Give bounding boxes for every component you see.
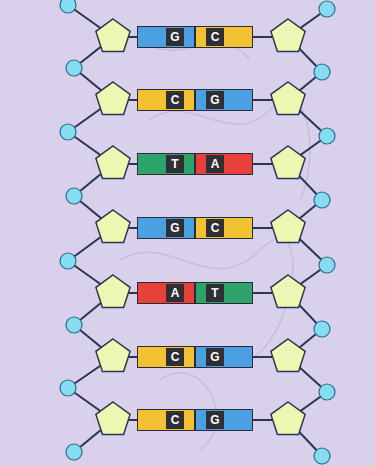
nucleobase-block: C: [137, 89, 195, 111]
phosphate-circle: [319, 1, 335, 17]
phosphate-circle: [314, 321, 330, 337]
sugar-pentagon: [271, 19, 305, 52]
base-letter: G: [206, 348, 224, 366]
glycosidic-bond: [252, 419, 272, 421]
phosphate-circle: [66, 60, 82, 76]
sugar-pentagon: [96, 82, 130, 115]
base-letter: C: [166, 411, 184, 429]
sugar-pentagon: [96, 339, 130, 372]
nucleobase-block: G: [137, 217, 195, 239]
base-letter: C: [166, 91, 184, 109]
sugar-pentagon: [96, 146, 130, 179]
nucleobase-block: C: [195, 26, 253, 48]
sugar-pentagon: [271, 339, 305, 372]
phosphate-circle: [319, 128, 335, 144]
phosphate-circle: [60, 380, 76, 396]
sugar-pentagon: [271, 402, 305, 435]
nucleobase-block: G: [195, 89, 253, 111]
sugar-pentagon: [271, 275, 305, 308]
phosphate-circle: [319, 257, 335, 273]
nucleobase-block: G: [195, 346, 253, 368]
phosphate-circle: [60, 253, 76, 269]
nucleobase-block: G: [137, 26, 195, 48]
base-letter: G: [166, 219, 184, 237]
base-letter: G: [166, 28, 184, 46]
sugar-pentagon: [96, 210, 130, 243]
base-letter: C: [206, 28, 224, 46]
phosphate-circle: [66, 188, 82, 204]
glycosidic-bond: [252, 163, 272, 165]
phosphate-circle: [314, 64, 330, 80]
phosphate-circle: [314, 448, 330, 464]
base-letter: G: [206, 411, 224, 429]
base-letter: T: [206, 284, 224, 302]
nucleobase-block: C: [137, 346, 195, 368]
sugar-pentagon: [96, 19, 130, 52]
phosphate-circle: [60, 0, 76, 13]
base-letter: C: [206, 219, 224, 237]
sugar-pentagon: [271, 82, 305, 115]
nucleobase-block: G: [195, 409, 253, 431]
base-letter: A: [166, 284, 184, 302]
phosphate-circle: [314, 192, 330, 208]
sugar-pentagon: [96, 275, 130, 308]
nucleobase-block: T: [195, 282, 253, 304]
base-letter: C: [166, 348, 184, 366]
glycosidic-bond: [252, 227, 272, 229]
base-letter: A: [206, 155, 224, 173]
phosphate-circle: [66, 444, 82, 460]
base-letter: G: [206, 91, 224, 109]
glycosidic-bond: [252, 292, 272, 294]
sugar-pentagon: [271, 146, 305, 179]
phosphate-circle: [60, 124, 76, 140]
nucleobase-block: C: [137, 409, 195, 431]
nucleobase-block: A: [195, 153, 253, 175]
glycosidic-bond: [252, 99, 272, 101]
glycosidic-bond: [252, 36, 272, 38]
sugar-pentagon: [271, 210, 305, 243]
glycosidic-bond: [252, 356, 272, 358]
phosphate-circle: [319, 384, 335, 400]
base-letter: T: [166, 155, 184, 173]
nucleobase-block: T: [137, 153, 195, 175]
phosphate-circle: [66, 317, 82, 333]
nucleobase-block: A: [137, 282, 195, 304]
sugar-pentagon: [96, 402, 130, 435]
nucleobase-block: C: [195, 217, 253, 239]
